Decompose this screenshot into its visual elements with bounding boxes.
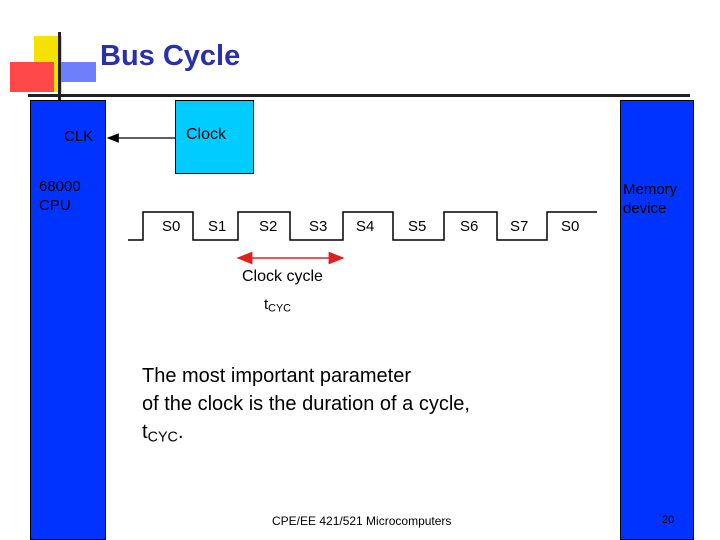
state-label: S0 <box>561 218 580 235</box>
clock-box <box>175 100 254 174</box>
cpu-block <box>30 100 106 540</box>
state-label: S0 <box>162 218 181 235</box>
cpu-label-line1: 68000 <box>39 178 81 195</box>
tcyc-subscript: CYC <box>268 302 291 315</box>
clock-label: Clock <box>186 126 227 143</box>
title-underline <box>28 94 690 97</box>
body-text: The most important parameter of the cloc… <box>142 362 470 452</box>
memory-label: Memory device <box>623 180 677 218</box>
cpu-label: 68000 CPU <box>39 177 81 215</box>
state-label: S1 <box>208 218 227 235</box>
title-decoration-blue <box>60 62 96 82</box>
body-tcyc-main: t <box>142 421 148 443</box>
footer-text: CPE/EE 421/521 Microcomputers <box>272 514 452 528</box>
state-label: S6 <box>460 218 479 235</box>
title-decoration-red <box>10 62 54 92</box>
state-label: S4 <box>356 218 375 235</box>
clock-cycle-label: Clock cycle <box>242 268 323 285</box>
title-decoration-vertical-line <box>58 32 61 102</box>
body-line-2: of the clock is the duration of a cycle, <box>142 393 470 415</box>
state-label: S3 <box>309 218 328 235</box>
memory-device-block <box>620 100 694 540</box>
memory-label-line2: device <box>623 200 667 217</box>
body-line-3-end: . <box>177 421 184 443</box>
cpu-label-line2: CPU <box>39 197 71 214</box>
slide-title: Bus Cycle <box>100 40 241 72</box>
state-label: S7 <box>510 218 529 235</box>
body-line-3: tCYC. <box>142 418 470 452</box>
state-label: S2 <box>259 218 278 235</box>
memory-label-line1: Memory <box>623 181 678 198</box>
clock-waveform <box>128 211 597 241</box>
state-label: S5 <box>408 218 427 235</box>
tcyc-main: t <box>264 296 269 313</box>
tcyc-label: tCYC <box>264 296 291 315</box>
body-line-1: The most important parameter <box>142 365 411 387</box>
page-number: 20 <box>662 514 675 526</box>
body-tcyc-subscript: CYC <box>147 429 178 446</box>
clk-label: CLK <box>64 128 94 145</box>
